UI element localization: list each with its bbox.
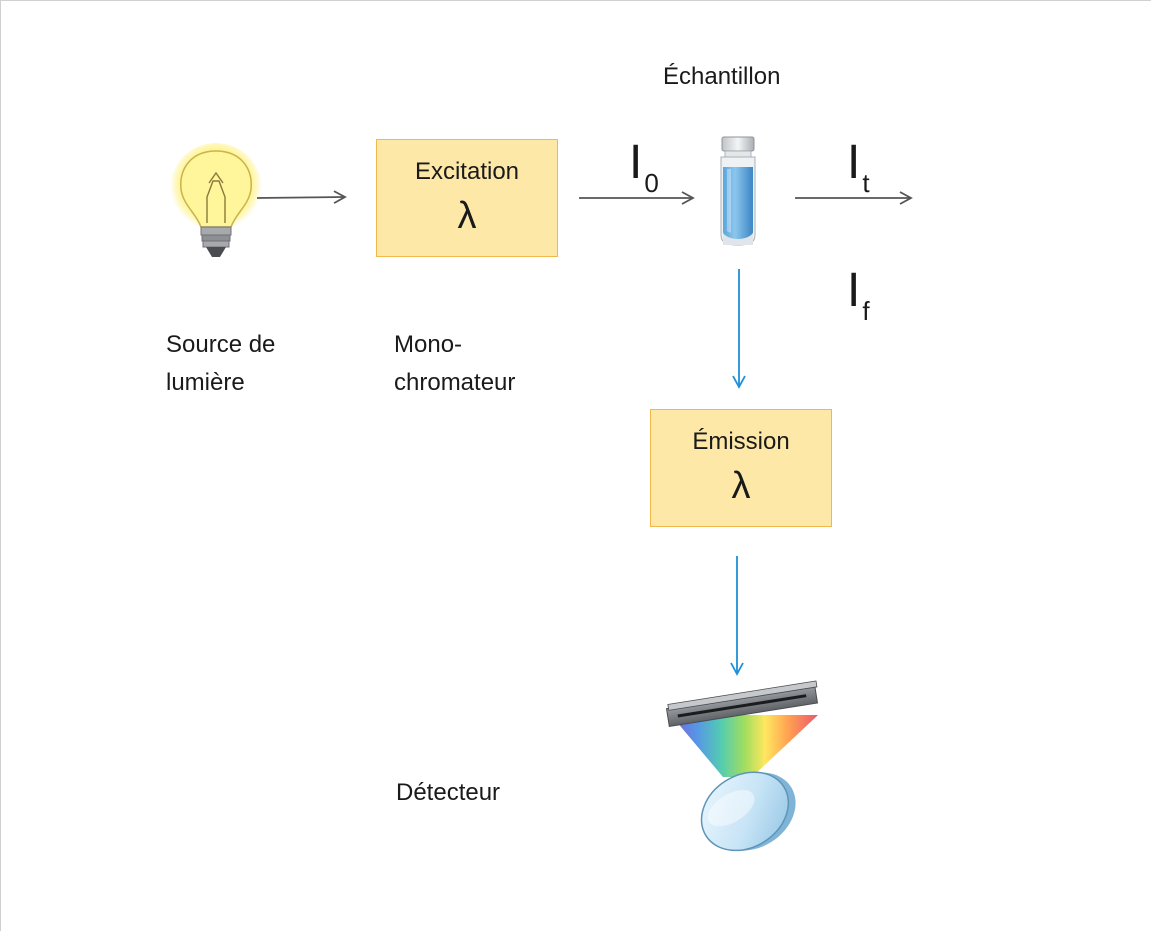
transmitted-intensity-base: I <box>847 136 861 189</box>
source-label-line1: Source de <box>166 331 276 358</box>
detector-spectrometer-icon <box>665 680 819 852</box>
emission-monochromator-box: Émission λ <box>650 409 832 527</box>
emission-lambda: λ <box>731 465 751 507</box>
detector-label: Détecteur <box>396 779 501 806</box>
light-bulb-icon <box>170 143 262 257</box>
sample-vial-icon <box>720 136 756 246</box>
incident-intensity-label: I0 <box>629 139 659 207</box>
transmitted-intensity-label: It <box>847 139 870 207</box>
incident-intensity-base: I <box>629 136 643 189</box>
fluorescence-intensity-base: I <box>847 264 861 317</box>
transmitted-intensity-sub: t <box>862 168 870 198</box>
sample-label: Échantillon <box>663 63 781 90</box>
monochromator-label-line2: chromateur <box>394 369 516 396</box>
excitation-title: Excitation <box>414 158 520 185</box>
excitation-lambda: λ <box>457 195 477 237</box>
fluorescence-intensity-label: If <box>847 267 870 335</box>
source-label-line2: lumière <box>166 369 245 396</box>
incident-intensity-sub: 0 <box>644 168 659 198</box>
excitation-monochromator-box: Excitation λ <box>376 139 558 257</box>
emission-title: Émission <box>692 428 790 455</box>
fluorescence-intensity-sub: f <box>862 296 870 326</box>
monochromator-label-line1: Mono- <box>394 331 463 358</box>
arrow-source-to-excitation <box>256 190 347 204</box>
